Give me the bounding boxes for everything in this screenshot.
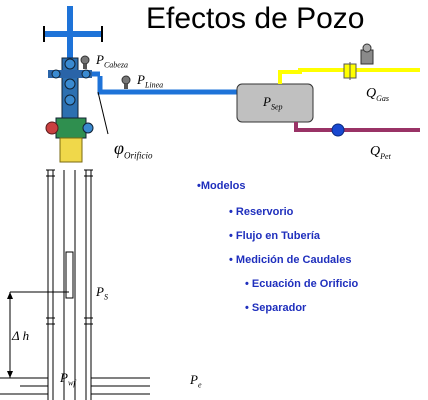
gauge-icon (80, 55, 90, 69)
separator-vessel (236, 83, 314, 123)
gas-line (278, 62, 420, 84)
wellhead-top-crossbar (43, 6, 103, 60)
wellbore (46, 169, 93, 400)
list-item: • Medición de Caudales (229, 254, 352, 266)
christmas-tree (45, 57, 94, 163)
label-p-linea: PLinea (137, 72, 164, 90)
label-p-s: PS (96, 284, 108, 302)
formation-lines (0, 377, 150, 395)
label-q-pet: QPet (370, 144, 391, 161)
flow-line (92, 71, 237, 95)
label-p-cabeza: PCabeza (96, 52, 128, 70)
gas-meter-icon (360, 43, 374, 65)
oil-line (294, 122, 420, 137)
label-phi-orificio: φOrificio (114, 138, 153, 161)
list-item: • Reservorio (229, 206, 294, 218)
label-q-gas: QGas (366, 86, 390, 103)
label-p-sep: PSep (263, 94, 283, 112)
orifice-pointer (97, 91, 109, 135)
label-p-e: Pe (190, 372, 202, 390)
page-title: Efectos de Pozo (146, 2, 365, 35)
label-p-wf: Pwf (60, 370, 76, 388)
delta-h-arrow (7, 292, 13, 378)
list-item: • Flujo en Tubería (229, 230, 321, 242)
list-item: •Modelos (197, 180, 246, 192)
list-item: • Separador (245, 302, 307, 314)
label-delta-h: Δ h (12, 328, 30, 343)
list-item: • Ecuación de Orificio (245, 278, 359, 290)
gauge-icon (121, 75, 131, 89)
